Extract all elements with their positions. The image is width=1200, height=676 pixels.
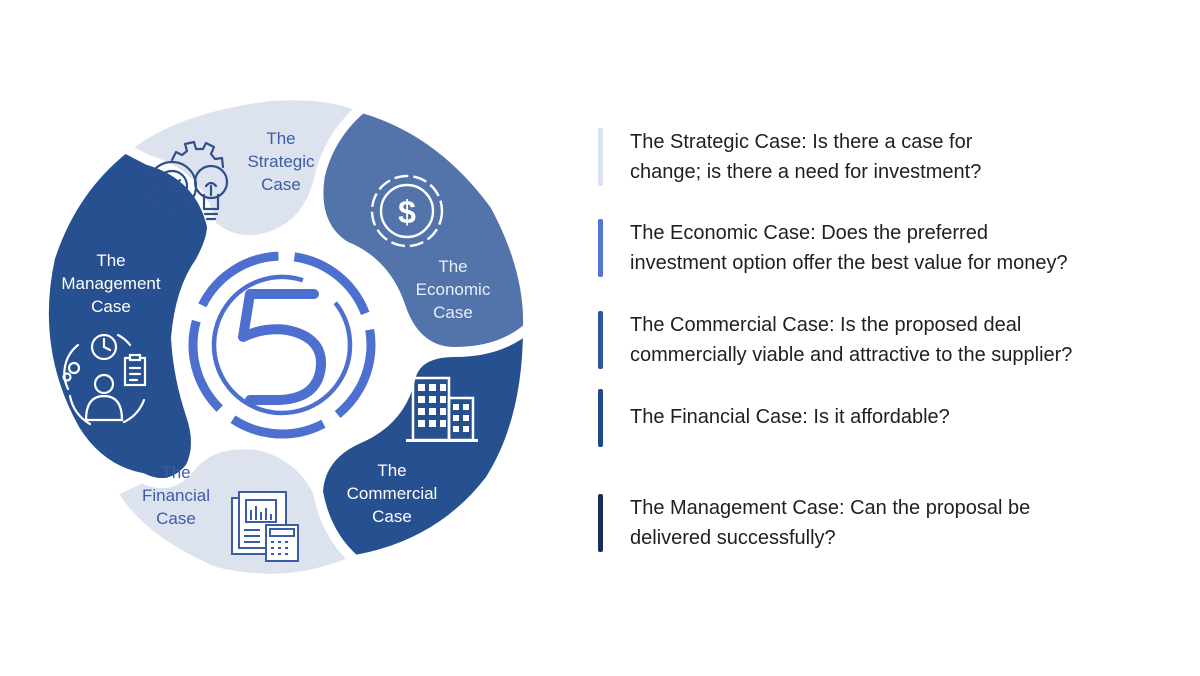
segment-label-line: Case: [433, 303, 473, 322]
description-line: The Management Case: Can the proposal be: [630, 497, 1031, 519]
segment-label-line: Management: [61, 274, 161, 293]
dollar-coin-icon: $: [370, 174, 444, 248]
description-line: investment option offer the best value f…: [630, 252, 1068, 274]
accent-bar: [598, 311, 603, 369]
segment-label-line: Case: [156, 509, 196, 528]
segment-label-line: The: [161, 463, 190, 482]
accent-bar: [598, 128, 603, 186]
description-line: delivered successfully?: [630, 527, 836, 549]
case-description-text: The Economic Case: Does the preferred inv…: [630, 218, 1200, 278]
segment-group: [38, 90, 534, 584]
case-description-text: The Strategic Case: Is there a case for c…: [630, 127, 1200, 187]
center-disc: [182, 245, 382, 445]
segment-label-line: Strategic: [247, 152, 315, 171]
segment-commercial: [313, 323, 533, 565]
segment-label-line: Financial: [142, 486, 210, 505]
case-description-text: The Management Case: Can the proposal be…: [630, 493, 1200, 553]
numeral-five-glyph: [238, 289, 326, 405]
segment-label-line: Case: [91, 297, 131, 316]
segment-label-line: The: [438, 257, 467, 276]
outer-dashed-ring: [188, 251, 376, 439]
accent-bar: [598, 494, 603, 552]
case-description-text: The Commercial Case: Is the proposed dea…: [630, 310, 1200, 370]
segment-label-line: The: [266, 129, 295, 148]
segment-label-line: The: [96, 251, 125, 270]
segment-label-line: Case: [372, 507, 412, 526]
person-clock-clipboard-icon: [62, 333, 147, 426]
case-description-list: The Strategic Case: Is there a case for c…: [598, 0, 1198, 676]
inner-ring: [211, 274, 353, 416]
description-line: commercially viable and attractive to th…: [630, 344, 1073, 366]
segment-label-line: The: [377, 461, 406, 480]
description-line: The Financial Case: Is it affordable?: [630, 406, 950, 428]
description-line: The Commercial Case: Is the proposed dea…: [630, 314, 1022, 336]
five-case-model-diagram: 5 $: [38, 90, 534, 584]
segment-label-line: Commercial: [347, 484, 438, 503]
segment-label-line: Economic: [416, 280, 491, 299]
report-calculator-icon: [231, 491, 299, 562]
gear-lightbulb-icon: [140, 140, 229, 221]
accent-bar: [598, 219, 603, 277]
description-line: change; is there a need for investment?: [630, 161, 982, 183]
segment-label-line: Case: [261, 175, 301, 194]
center-emblem: 5: [182, 245, 382, 445]
description-line: The Strategic Case: Is there a case for: [630, 131, 973, 153]
description-line: The Economic Case: Does the preferred: [630, 222, 988, 244]
svg-text:$: $: [398, 194, 416, 230]
segment-strategic: [120, 90, 367, 246]
office-building-icon: [406, 376, 478, 442]
accent-bar: [598, 389, 603, 447]
case-description-text: The Financial Case: Is it affordable?: [630, 402, 1200, 432]
